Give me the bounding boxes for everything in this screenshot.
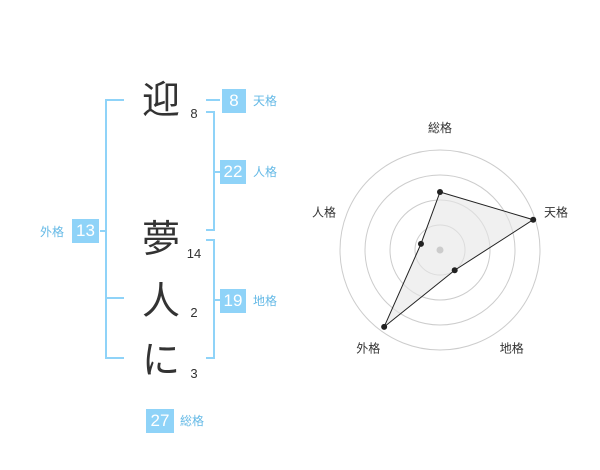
radar-ring-4 (339, 149, 541, 351)
radar-ring-3 (364, 174, 516, 326)
chikaku-label: 地格 (253, 294, 278, 308)
tenkaku-value: 8 (222, 89, 246, 113)
jinkaku-value: 22 (220, 160, 246, 184)
stroke-count-1: 8 (190, 106, 198, 121)
gaikaku-value: 13 (72, 219, 99, 243)
radar-center-dot (436, 246, 444, 254)
name-char-4: に (141, 338, 180, 382)
radar-point-2 (530, 216, 537, 223)
radar-polygon (383, 191, 535, 328)
soukaku-value: 27 (146, 409, 174, 433)
radar-axis-label-2: 天格 (544, 204, 568, 219)
soukaku-label: 総格 (180, 414, 205, 428)
name-char-2: 夢 (141, 217, 180, 261)
name-char-3: 人 (141, 279, 180, 323)
radar-point-3 (451, 267, 458, 274)
radar-axis-label-3: 地格 (500, 341, 524, 356)
stroke-count-3: 2 (190, 305, 198, 320)
jinkaku-label: 人格 (253, 165, 278, 179)
radar-axis-label-1: 総格 (428, 120, 452, 135)
radar-axis-label-4: 外格 (356, 341, 380, 356)
radar-point-5 (417, 240, 424, 247)
stroke-count-4: 3 (190, 366, 198, 381)
chikaku-value: 19 (220, 289, 246, 313)
tenkaku-label: 天格 (253, 94, 278, 108)
chikaku-bracket (206, 239, 220, 359)
jinkaku-bracket (206, 111, 220, 231)
radar-point-4 (381, 323, 388, 330)
radar-axis-label-5: 人格 (312, 204, 336, 219)
name-char-1: 迎 (141, 78, 180, 122)
radar-point-1 (437, 189, 443, 195)
gaikaku-bracket (105, 99, 124, 359)
gaikaku-label: 外格 (40, 225, 65, 239)
stroke-count-2: 14 (186, 246, 202, 261)
